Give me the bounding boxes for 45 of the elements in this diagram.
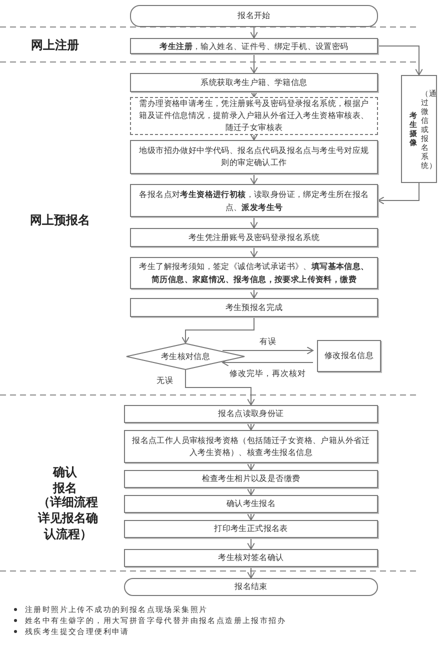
- process-box: 考生预报名完成: [130, 298, 378, 317]
- section-label: 网上注册: [30, 37, 80, 53]
- arrow: [247, 422, 255, 430]
- process-box: 报名点读取身份证: [124, 405, 378, 423]
- decision-diamond: 考生核对信息: [126, 343, 245, 370]
- arrow: [247, 488, 255, 496]
- arrow: [247, 462, 255, 470]
- edge-label: 无误: [154, 374, 176, 386]
- arrow: [250, 216, 258, 228]
- section-label: 网上预报名: [29, 212, 91, 228]
- arrow: [378, 46, 423, 76]
- process-box: 确认考生报名: [124, 495, 378, 513]
- dashed-process-box: 需办理资格申请考生，凭注册账号及密码登录报名系统，根据户籍及证件信息情况，提前录入户籍从外省迁入考生资格审核表、随迁子女审核表: [130, 97, 378, 135]
- process-box: 检查考生相片以及是否缴费: [124, 470, 378, 488]
- arrow: [182, 316, 254, 344]
- process-box: 考生了解报考须知，签定《诚信考试承诺书》、填写基本信息、简历信息、家庭情况、报考信息，按要求上传资料，缴费: [130, 257, 378, 289]
- process-box: 各报名点对考生资格进行初核，读取身份证，绑定考生所在报名点、派发考生号: [130, 184, 378, 217]
- process-box: 地级市招办做好中学代码、报名点代码及报名点与考生号对应规则的审定确认工作: [130, 140, 378, 174]
- arrow: [250, 54, 258, 74]
- arrow: [250, 246, 258, 258]
- edge-label: 有误: [257, 336, 278, 347]
- arrow: [250, 134, 258, 140]
- arrow: [247, 512, 255, 520]
- arrow: [247, 566, 255, 578]
- arrow: [250, 288, 258, 298]
- arrow: [222, 346, 314, 354]
- arrow: [247, 538, 255, 550]
- arrow: [250, 90, 258, 98]
- process-box: 考生凭注册账号及密码登录报名系统: [130, 228, 378, 247]
- section-label: 确认报名: [52, 464, 78, 496]
- edge-label: 修改完毕，再次核对: [227, 368, 308, 379]
- arrow: [250, 174, 258, 184]
- process-box: 考生核对签名确认: [124, 549, 378, 567]
- arrow: [378, 182, 420, 204]
- arrow: [185, 370, 255, 406]
- process-box: 系统获取考生户籍、学籍信息: [130, 73, 378, 92]
- note-text: （详细流程详见报名确认流程）: [36, 494, 99, 542]
- process-box: 考生注册，输入姓名、证件号、绑定手机、设置密码: [130, 38, 378, 54]
- process-box: 打印考生正式报名表: [124, 520, 378, 538]
- arrow: [222, 358, 314, 366]
- terminal-box: 报名结束: [124, 578, 378, 596]
- process-box: 报名点工作人员审核报考资格（包括随迁子女资格、户籍从外省迁入考生资格）、核查考生报名信息: [124, 430, 378, 463]
- terminal-box: 报名开始: [130, 5, 378, 27]
- process-box: 修改报名信息: [317, 340, 381, 372]
- arrow: [250, 26, 258, 38]
